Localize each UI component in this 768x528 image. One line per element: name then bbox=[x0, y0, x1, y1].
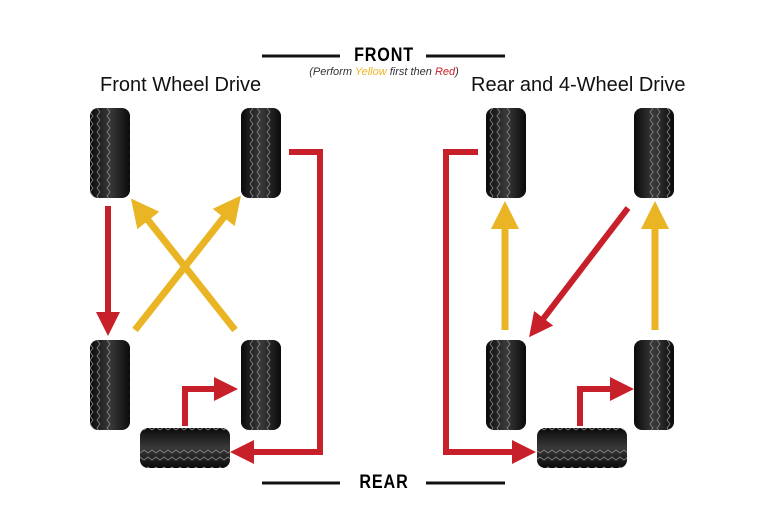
fwd-tire-front-left bbox=[90, 108, 130, 198]
instruction-red: Red bbox=[434, 66, 456, 78]
fwd-tire-front-right bbox=[241, 108, 281, 198]
rwd-tire-front-right bbox=[634, 108, 674, 198]
instruction-yellow: Yellow bbox=[354, 66, 387, 78]
fwd-yellow-arrow-rr-to-fl bbox=[130, 198, 238, 333]
fwd-tire-rear-right bbox=[241, 340, 281, 430]
rwd-red-arrow-fl-to-spare bbox=[443, 149, 536, 464]
front-wheel-drive-title: Front Wheel Drive bbox=[100, 74, 262, 96]
rwd-red-arrow-fr-to-rl bbox=[529, 206, 631, 338]
instruction-suffix: ) bbox=[455, 66, 459, 78]
rwd-tire-rear-left bbox=[486, 340, 526, 430]
rwd-tire-rear-right bbox=[634, 340, 674, 430]
rear-label: REAR bbox=[359, 472, 409, 493]
rwd-tire-front-left bbox=[486, 108, 526, 198]
instruction-text: (Perform Yellow first then Red) bbox=[0, 66, 768, 78]
rwd-red-arrow-spare-to-rr bbox=[577, 377, 634, 426]
fwd-yellow-arrow-rl-to-fr bbox=[132, 195, 241, 333]
front-label: FRONT bbox=[354, 45, 414, 66]
instruction-mid: first then bbox=[386, 66, 435, 78]
fwd-red-arrow-spare-to-rr bbox=[182, 377, 238, 426]
instruction-prefix: (Perform bbox=[309, 66, 355, 78]
fwd-red-arrow-fr-to-spare bbox=[230, 149, 323, 464]
fwd-tire-rear-left bbox=[90, 340, 130, 430]
rear-4wd-title: Rear and 4-Wheel Drive bbox=[471, 74, 686, 96]
fwd-spare-tire bbox=[140, 428, 230, 468]
rwd-spare-tire bbox=[537, 428, 627, 468]
